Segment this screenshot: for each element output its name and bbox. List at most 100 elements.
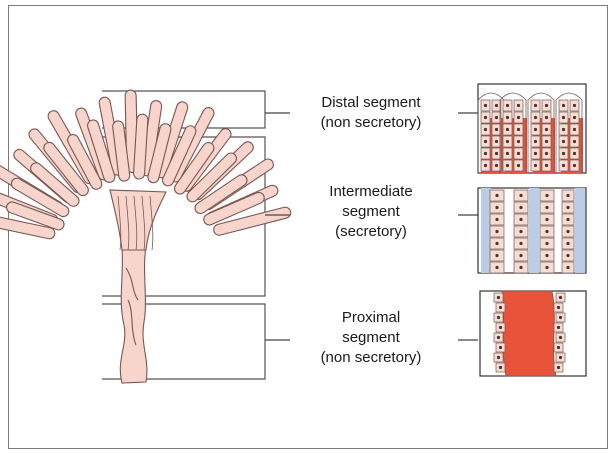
intermediate-detail-panel <box>478 188 586 273</box>
nucleus <box>534 104 537 107</box>
nucleus <box>566 206 569 209</box>
nucleus <box>573 116 576 119</box>
nucleus <box>559 356 562 359</box>
nucleus <box>559 296 562 299</box>
nucleus <box>573 128 576 131</box>
nucleus <box>484 164 487 167</box>
nucleus <box>566 266 569 269</box>
intermediate-label-line1: Intermediate <box>296 182 446 202</box>
nucleus <box>545 266 548 269</box>
nucleus <box>519 266 522 269</box>
nucleus <box>545 104 548 107</box>
nucleus <box>566 194 569 197</box>
nucleus <box>495 230 498 233</box>
distal-label-line2: (non secretory) <box>296 113 446 133</box>
nucleus <box>495 116 498 119</box>
proximal-segment-label: Proximal segment (non secretory) <box>296 308 446 368</box>
nucleus <box>545 164 548 167</box>
nucleus <box>495 128 498 131</box>
proximal-label-line3: (non secretory) <box>296 348 446 368</box>
nucleus <box>545 254 548 257</box>
duct <box>120 246 147 383</box>
nucleus <box>545 242 548 245</box>
nucleus <box>534 152 537 155</box>
nucleus <box>517 104 520 107</box>
nucleus <box>484 104 487 107</box>
proximal-label-line2: segment <box>296 328 446 348</box>
nucleus <box>495 140 498 143</box>
nucleus <box>545 206 548 209</box>
lumen <box>502 291 556 376</box>
nucleus <box>517 116 520 119</box>
nucleus <box>506 164 509 167</box>
nucleus <box>545 116 548 119</box>
nucleus <box>497 336 500 339</box>
nucleus <box>495 164 498 167</box>
nucleus <box>573 152 576 155</box>
nucleus <box>484 152 487 155</box>
nucleus <box>497 316 500 319</box>
nucleus <box>545 194 548 197</box>
nucleus <box>506 128 509 131</box>
nucleus <box>559 316 562 319</box>
nucleus <box>517 152 520 155</box>
nucleus <box>519 206 522 209</box>
interstitial-space <box>529 188 539 273</box>
nucleus <box>506 104 509 107</box>
sweat-gland-illustration <box>0 90 292 383</box>
nucleus <box>562 116 565 119</box>
nucleus <box>519 194 522 197</box>
nucleus <box>534 164 537 167</box>
intermediate-label-line2: segment <box>296 202 446 222</box>
proximal-detail-panel <box>480 291 586 376</box>
nucleus <box>545 152 548 155</box>
nucleus <box>495 254 498 257</box>
nucleus <box>499 326 502 329</box>
nucleus <box>484 140 487 143</box>
nucleus <box>495 104 498 107</box>
nucleus <box>519 242 522 245</box>
nucleus <box>519 230 522 233</box>
nucleus <box>573 164 576 167</box>
nucleus <box>506 116 509 119</box>
nucleus <box>519 254 522 257</box>
nucleus <box>497 296 500 299</box>
nucleus <box>484 116 487 119</box>
nucleus <box>534 140 537 143</box>
interstitial-space <box>481 188 491 273</box>
nucleus <box>517 164 520 167</box>
distal-label-line1: Distal segment <box>296 93 446 113</box>
nucleus <box>562 104 565 107</box>
nucleus <box>566 242 569 245</box>
nucleus <box>495 242 498 245</box>
nucleus <box>517 128 520 131</box>
nucleus <box>545 230 548 233</box>
distal-detail-panel <box>478 84 586 173</box>
nucleus <box>557 366 560 369</box>
nucleus <box>499 366 502 369</box>
nucleus <box>557 346 560 349</box>
interstitial-space <box>575 188 585 273</box>
nucleus <box>566 254 569 257</box>
nucleus <box>495 206 498 209</box>
nucleus <box>545 140 548 143</box>
nucleus <box>495 266 498 269</box>
nucleus <box>499 306 502 309</box>
nucleus <box>499 346 502 349</box>
nucleus <box>562 128 565 131</box>
nucleus <box>495 152 498 155</box>
proximal-label-line1: Proximal <box>296 308 446 328</box>
nucleus <box>566 230 569 233</box>
nucleus <box>517 140 520 143</box>
nucleus <box>506 152 509 155</box>
intermediate-segment-label: Intermediate segment (secretory) <box>296 182 446 242</box>
distal-segment-label: Distal segment (non secretory) <box>296 93 446 133</box>
nucleus <box>495 218 498 221</box>
nucleus <box>573 140 576 143</box>
nucleus <box>545 218 548 221</box>
nucleus <box>557 326 560 329</box>
nucleus <box>495 194 498 197</box>
nucleus <box>562 164 565 167</box>
nucleus <box>506 140 509 143</box>
nucleus <box>566 218 569 221</box>
